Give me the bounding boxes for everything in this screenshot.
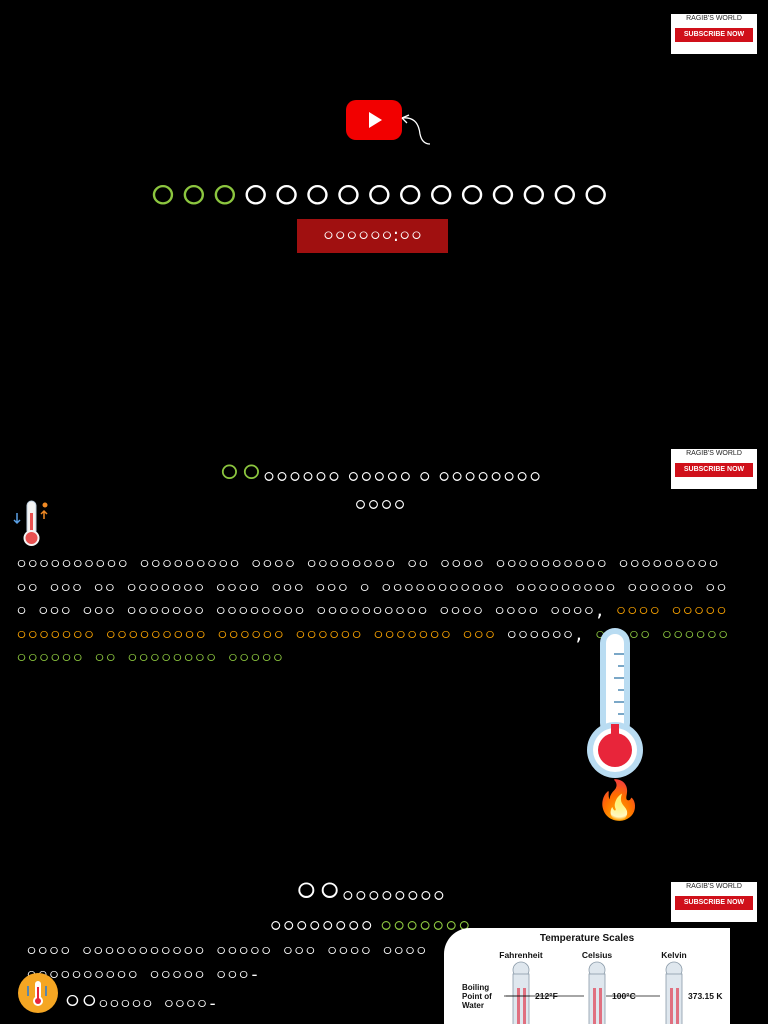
pointer-arrow-icon: [401, 114, 431, 145]
title-main: ০০০০০০০০০০০০: [240, 167, 612, 221]
channel-name: RAGIB'S WORLD: [686, 15, 742, 22]
subscribe-button[interactable]: SUBSCRIBE NOW: [675, 463, 753, 477]
scale-col-celsius: Celsius: [582, 950, 613, 960]
thermometer-icon: [13, 500, 48, 546]
subscribe-badge-1[interactable]: RAGIB'S WORLD SUBSCRIBE NOW: [671, 14, 757, 54]
para-line-2: ০০০০০০০০০০ ০০০০০ ০০০-: [26, 964, 260, 985]
section2-paragraph: ০০০০ ০০০০০০০০০০০ ০০০০০ ০০০ ০০০০ ০০০০ ০০০…: [26, 940, 456, 987]
channel-name: RAGIB'S WORLD: [686, 883, 742, 890]
para-line-1: ০০০০ ০০০০০০০০০০০ ০০০০০ ০০০ ০০০০ ০০০০: [26, 941, 428, 961]
value-celsius: 100°C: [612, 991, 636, 1001]
section1-heading-line2: ০০০০: [353, 492, 407, 516]
section1-heading-line1: ০০০০০০ ০০০০০ ০ ০০০০০০০০: [262, 464, 542, 488]
value-kelvin: 373.15 K: [688, 991, 723, 1001]
scale-col-kelvin: Kelvin: [661, 950, 687, 960]
subscribe-button[interactable]: SUBSCRIBE NOW: [675, 28, 753, 42]
value-fahrenheit: 212°F: [535, 991, 558, 1001]
temperature-badge-icon: [18, 973, 58, 1013]
para-text-2: ০০০০০০,: [495, 624, 595, 645]
bullet-item: ০০০০০০০ ০০০০-: [64, 980, 218, 1024]
section2-heading-line2: ০০০০০০০০: [269, 913, 380, 937]
large-thermometer-icon: [587, 628, 643, 778]
section1-heading: ০০০০০০০০ ০০০০০ ০ ০০০০০০০০ ০০০০: [200, 455, 560, 518]
temperature-scales-card: Temperature Scales Fahrenheit Celsius Ke…: [444, 928, 730, 1024]
fire-icon: 🔥: [595, 778, 643, 822]
scales-title: Temperature Scales: [540, 933, 635, 944]
subscribe-badge-2[interactable]: RAGIB'S WORLD SUBSCRIBE NOW: [671, 449, 757, 489]
section2-number: ০০: [294, 870, 342, 911]
temperature-scales-diagram: Temperature Scales Fahrenheit Celsius Ke…: [462, 933, 723, 1024]
page-title: ০০০০০০০০০০০০০০০: [148, 160, 612, 236]
scale-col-fahrenheit: Fahrenheit: [499, 950, 543, 960]
para-text: ০০০০০০০০০০ ০০০০০০০০০ ০০০০ ০০০০০০০০ ০০ ০০…: [16, 554, 728, 621]
subscribe-badge-3[interactable]: RAGIB'S WORLD SUBSCRIBE NOW: [671, 882, 757, 922]
section2-heading-line1: ০০০০০০০০: [341, 883, 446, 907]
youtube-play-icon[interactable]: [346, 100, 402, 140]
section1-number: ০০: [218, 452, 263, 492]
para-highlight-orange: ০০০০ ০০০০০০০০০০০০ ০০০০০০০০০ ০০০০০০ ০০০০০…: [16, 601, 728, 645]
subscribe-button[interactable]: SUBSCRIBE NOW: [675, 896, 753, 910]
title-accent: ০০০: [148, 167, 241, 221]
section2-heading: ০০০০০০০০০০ ০০০০০০০০ ০০০০০০০: [250, 873, 490, 940]
channel-name: RAGIB'S WORLD: [686, 450, 742, 457]
section1-paragraph: ০০০০০০০০০০ ০০০০০০০০০ ০০০০ ০০০০০০০০ ০০ ০০…: [16, 553, 736, 671]
bullet-number: ০০: [64, 986, 98, 1016]
bullet-text: ০০০০০ ০০০০-: [97, 994, 218, 1014]
date-tag: ০০০০০০:০০: [297, 219, 448, 253]
